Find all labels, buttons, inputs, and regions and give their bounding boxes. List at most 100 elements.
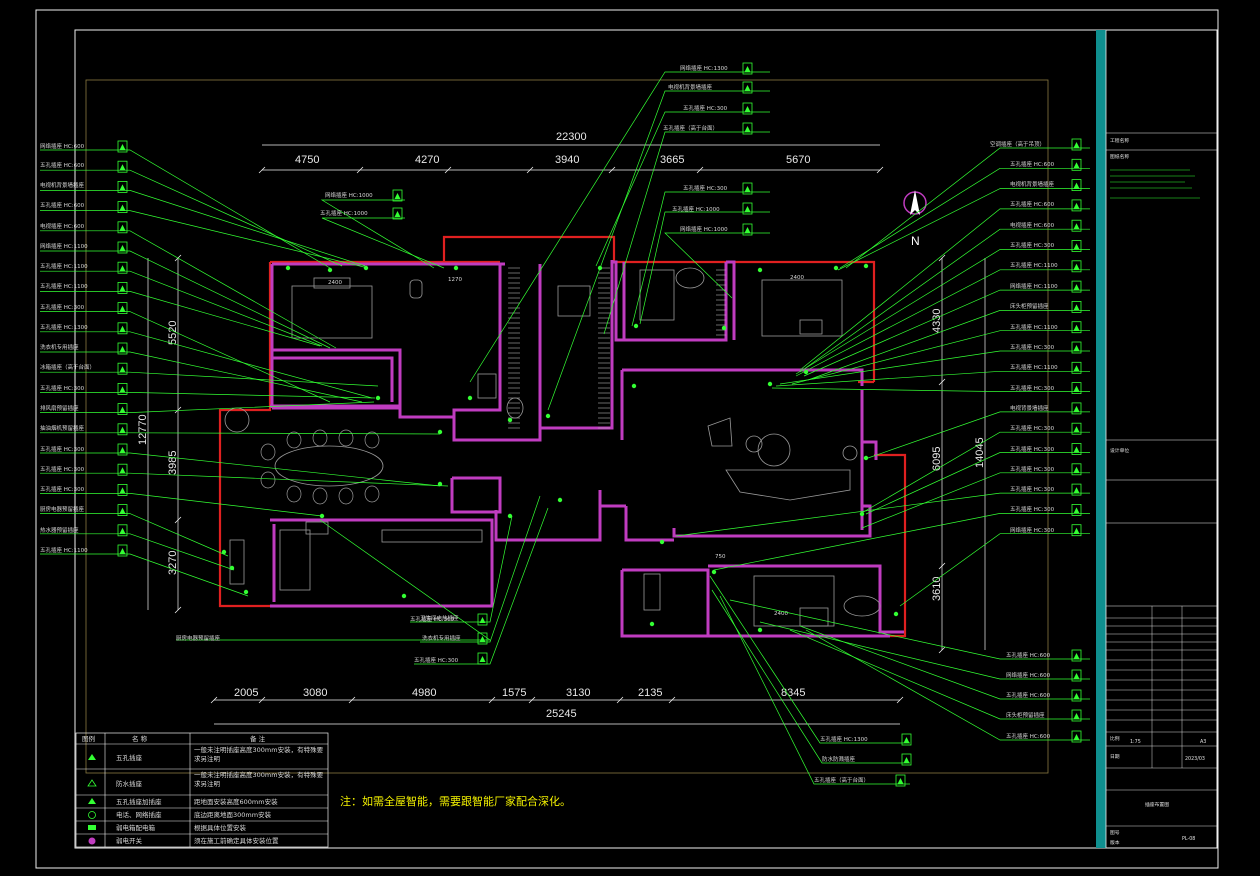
- br-side-callout-1: 五孔插座 HC:600: [1006, 651, 1051, 659]
- plan-socket-icon: [545, 413, 551, 419]
- socket-glyph-icon: [1073, 487, 1080, 494]
- dining-chairs: [260, 429, 380, 505]
- plan-socket-icon: [243, 589, 249, 595]
- left-callout-17: 五孔插座 HC:300: [40, 465, 85, 473]
- socket-symbol-icon: [901, 753, 912, 766]
- dim-tick: [356, 166, 364, 174]
- socket-glyph-icon: [479, 636, 486, 642]
- socket-symbol-icon: [117, 201, 128, 214]
- inner-callout-2: 五孔插座 HC:1000: [320, 209, 368, 217]
- dimension-lines: [147, 144, 986, 725]
- top-dim-2: 4270: [415, 154, 439, 166]
- leader-line: [176, 519, 492, 641]
- plan-socket-icon: [767, 381, 773, 387]
- left-callout-6: 网络插座 HC:1100: [40, 242, 88, 250]
- socket-symbol-icon: [1071, 260, 1082, 273]
- right-callout-17: 五孔插座 HC:300: [1010, 465, 1055, 473]
- leader-line: [719, 595, 910, 785]
- socket-glyph-icon: [119, 406, 126, 413]
- top-dim-3: 3940: [555, 154, 579, 166]
- top-overall-dimension: 22300: [556, 131, 587, 143]
- socket-glyph-icon: [1073, 527, 1080, 534]
- leader-line: [867, 411, 1090, 459]
- socket-glyph-icon: [744, 206, 751, 212]
- dim-tick: [938, 646, 946, 654]
- leader-line: [865, 452, 1090, 515]
- left-dim-3: 3270: [167, 551, 179, 575]
- leader-line: [603, 131, 770, 335]
- exterior-walls: [218, 235, 907, 638]
- legend-name-4: 电话、网络插座: [116, 810, 162, 819]
- right-callout-8: 网络插座 HC:1100: [1010, 282, 1058, 290]
- socket-glyph-icon: [479, 656, 486, 662]
- dining-chair: [364, 485, 380, 503]
- dim-tick: [258, 696, 266, 704]
- right-callout-13: 五孔插座 HC:300: [1010, 384, 1055, 392]
- leader-line: [799, 625, 1090, 700]
- plan-socket-icon: [757, 267, 763, 273]
- dim-tick: [174, 406, 182, 414]
- leader-line: [837, 188, 1090, 271]
- socket-symbol-icon: [392, 189, 403, 202]
- socket-glyph-icon: [1073, 284, 1080, 291]
- leader-line: [40, 291, 321, 347]
- socket-glyph-icon: [1073, 223, 1080, 230]
- right-callouts: 空调插座（高于吊顶） 五孔插座 HC:600 电视机背景墙插座 五孔插座 HC:…: [990, 140, 1058, 534]
- legend-header-note: 备 注: [250, 734, 266, 743]
- right-callout-3: 电视机背景墙插座: [1010, 180, 1055, 188]
- socket-symbol-icon: [1071, 649, 1082, 662]
- leader-line: [414, 507, 549, 665]
- legend-symbol-panel: [88, 825, 96, 830]
- left-callout-15: 抽油烟机预留插座: [40, 424, 85, 432]
- socket-glyph-icon: [1073, 466, 1080, 473]
- socket-symbol-icon: [477, 652, 488, 665]
- dining-chair: [364, 431, 380, 449]
- tb-cell-5: 图号: [1110, 830, 1120, 836]
- plan-socket-icon: [437, 429, 443, 435]
- leader-line: [40, 210, 369, 269]
- legend-name-6: 弱电开关: [116, 836, 143, 845]
- dim-tick: [938, 562, 946, 570]
- top-dim-1: 4750: [295, 154, 319, 166]
- bottom-right-callout-1: 五孔插座 HC:1300: [820, 735, 868, 743]
- legend-symbol-switch: [88, 837, 96, 845]
- socket-glyph-icon: [1073, 734, 1080, 740]
- socket-symbol-icon: [117, 322, 128, 335]
- socket-glyph-icon: [119, 144, 126, 150]
- socket-glyph-icon: [119, 204, 126, 211]
- socket-glyph-icon: [119, 426, 126, 433]
- socket-glyph-icon: [1073, 446, 1080, 453]
- tb-cell-6: 版本: [1110, 839, 1120, 846]
- socket-symbol-icon: [1071, 669, 1082, 682]
- socket-symbol-icon: [1071, 503, 1082, 516]
- socket-symbol-icon: [1071, 402, 1082, 415]
- dim-tick: [876, 166, 884, 174]
- leader-line: [861, 472, 1090, 529]
- legend-header-name: 名 称: [132, 734, 148, 743]
- dim-tick: [696, 166, 704, 174]
- tb-cell-1: 图纸名称: [1110, 153, 1129, 160]
- plan-socket-icon: [803, 369, 809, 375]
- legend-symbol-network: [88, 811, 96, 819]
- plan-socket-icon: [363, 265, 369, 271]
- socket-symbol-icon: [1071, 443, 1082, 455]
- plan-socket-icon: [221, 549, 227, 555]
- plan-socket-icon: [467, 395, 473, 401]
- socket-glyph-icon: [119, 224, 126, 231]
- socket-glyph-icon: [1073, 345, 1080, 351]
- leader-line: [40, 149, 331, 269]
- socket-glyph-icon: [1073, 263, 1080, 270]
- dining-chair: [312, 487, 328, 505]
- right-callout-10: 五孔插座 HC:1100: [1010, 323, 1058, 331]
- leader-line: [729, 599, 1090, 660]
- top-callout-3: 五孔插座 HC:300: [683, 104, 728, 112]
- right-callout-7: 五孔插座 HC:1100: [1010, 261, 1058, 269]
- leader-line: [40, 190, 366, 267]
- left-callout-21: 五孔插座 HC:1100: [40, 546, 88, 554]
- small-dim-4: 2400: [774, 611, 788, 617]
- inner-frame: [74, 29, 1218, 849]
- socket-symbol-icon: [742, 62, 753, 75]
- tb-size-value: A3: [1200, 739, 1206, 745]
- socket-symbol-icon: [1071, 158, 1082, 171]
- socket-glyph-icon: [1073, 162, 1080, 169]
